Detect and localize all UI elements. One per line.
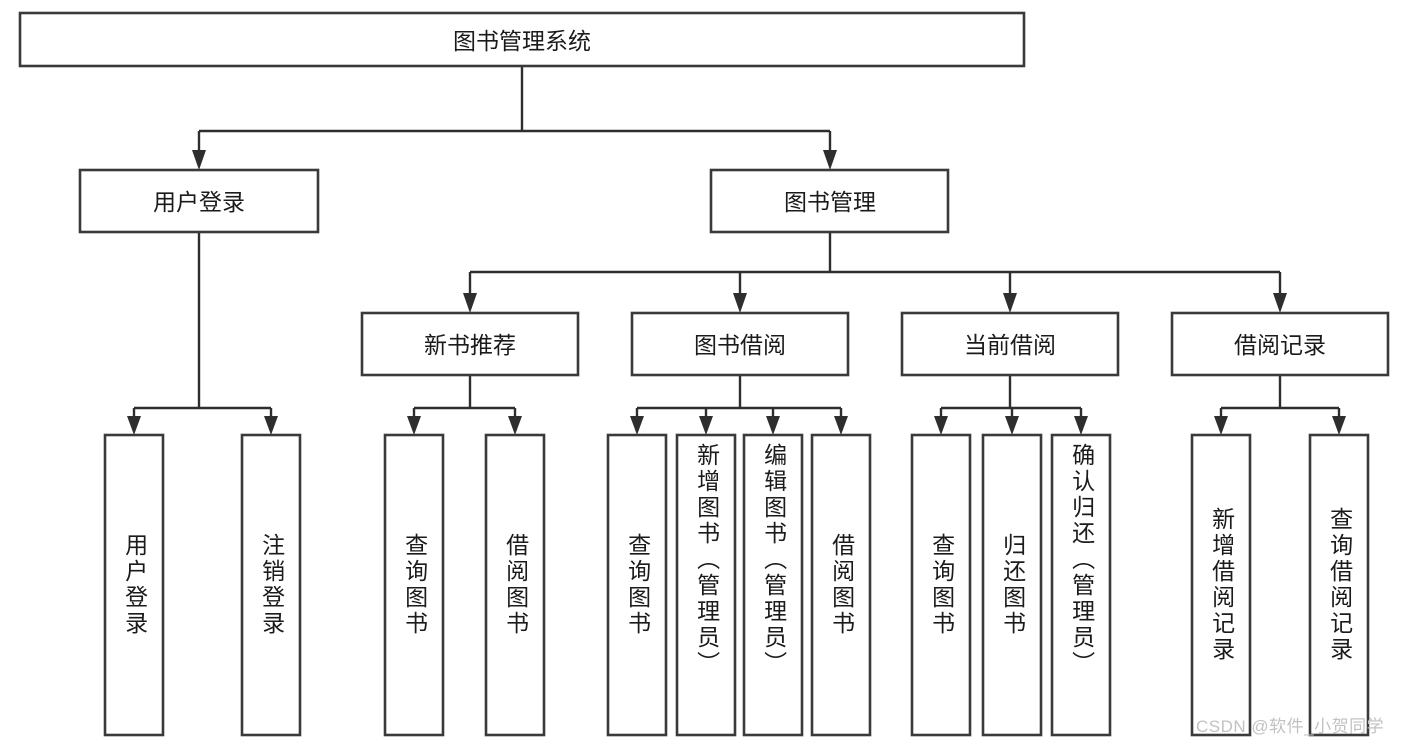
arrow-head-new-book-recommend [463,293,477,313]
node-root-box[interactable] [18,11,1026,68]
leaf-query-book-3-box[interactable] [910,433,972,737]
arrow-head-book-borrow [733,293,747,313]
node-new-book-recommend-box[interactable] [360,311,580,377]
arrow-head-leaf-query-record [1332,416,1346,435]
node-borrow-records-box[interactable] [1170,311,1390,377]
node-book-borrow-box[interactable] [630,311,850,377]
leaf-add-book-box[interactable] [675,433,737,737]
arrow-head-leaf-borrow-book-2 [834,416,848,435]
leaf-user-login-box[interactable] [103,433,165,737]
arrow-head-leaf-query-book-1 [407,416,421,435]
node-current-borrow[interactable]: 当前借阅 [900,311,1120,377]
node-new-book-recommend-label: 新书推荐 [424,332,516,358]
node-borrow-records[interactable]: 借阅记录 [1170,311,1390,377]
arrow-head-leaf-return-book [1005,416,1019,435]
node-user-login-box[interactable] [78,168,320,234]
leaf-add-record-box[interactable] [1190,433,1252,737]
arrow-head-leaf-add-record [1214,416,1228,435]
arrow-head-leaf-logout [264,416,278,435]
arrow-head-leaf-add-book [699,416,713,435]
arrow-head-leaf-user-login [127,416,141,435]
leaf-borrow-book-1-box[interactable] [484,433,546,737]
arrow-head-leaf-query-book-3 [934,416,948,435]
node-book-borrow-label: 图书借阅 [694,332,786,358]
node-root[interactable]: 图书管理系统 [18,11,1026,68]
leaf-query-book-1-box[interactable] [383,433,445,737]
arrow-head-current-borrow [1003,293,1017,313]
arrow-head-borrow-records [1273,293,1287,313]
node-book-management-box[interactable] [709,168,950,234]
node-book-borrow[interactable]: 图书借阅 [630,311,850,377]
leaf-edit-book-box[interactable] [742,433,804,737]
leaf-box-group [103,433,1370,737]
arrow-head-book-management [823,150,837,170]
node-current-borrow-label: 当前借阅 [964,332,1056,358]
arrow-head-leaf-query-book-2 [630,416,644,435]
node-user-login[interactable]: 用户登录 [78,168,320,234]
node-book-management-label: 图书管理 [784,189,876,215]
node-new-book-recommend[interactable]: 新书推荐 [360,311,580,377]
node-book-management[interactable]: 图书管理 [709,168,950,234]
leaf-borrow-book-2-box[interactable] [810,433,872,737]
leaf-query-book-2-box[interactable] [606,433,668,737]
arrow-head-leaf-confirm-return [1074,416,1088,435]
node-root-label: 图书管理系统 [453,28,591,54]
connector-group [127,66,1346,435]
node-borrow-records-label: 借阅记录 [1234,332,1326,358]
arrow-head-leaf-borrow-book-1 [508,416,522,435]
arrow-head-user-login [192,150,206,170]
leaf-query-record-box[interactable] [1308,433,1370,737]
node-current-borrow-box[interactable] [900,311,1120,377]
leaf-confirm-return-box[interactable] [1050,433,1112,737]
arrow-head-leaf-edit-book [766,416,780,435]
leaf-logout-box[interactable] [240,433,302,737]
leaf-return-book-box[interactable] [981,433,1043,737]
node-user-login-label: 用户登录 [153,189,245,215]
